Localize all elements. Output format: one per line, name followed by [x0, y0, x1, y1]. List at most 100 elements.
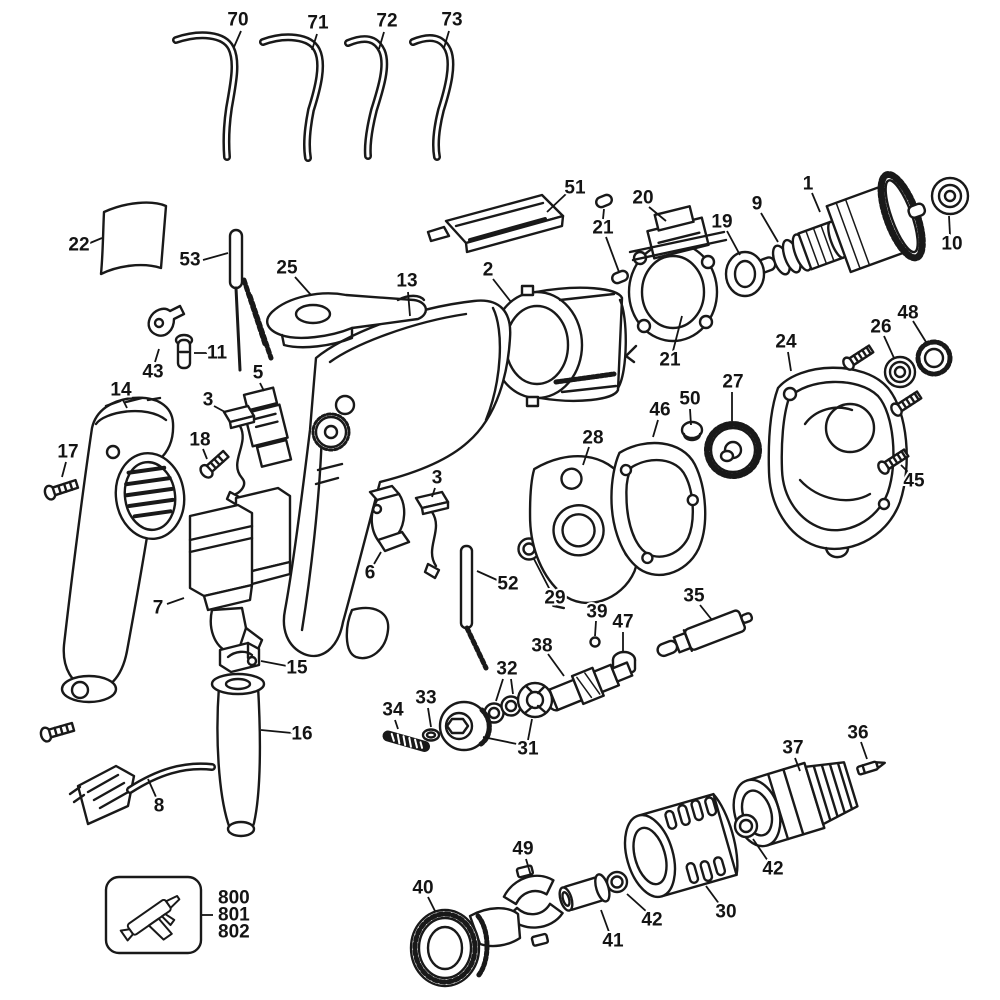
callout-label-21b: 21	[659, 350, 681, 371]
callout-leader-31	[527, 718, 533, 741]
callout-label-51: 51	[564, 178, 586, 199]
depth-stop-40-drawing	[409, 907, 522, 988]
callout-leader-37	[794, 757, 801, 772]
callout-label-71: 71	[307, 13, 329, 34]
callout-leader-28	[582, 446, 590, 466]
callout-label-6: 6	[365, 563, 376, 584]
callout-label-29: 29	[544, 588, 565, 609]
callout-label-46: 46	[649, 400, 670, 421]
callout-leader-42b	[626, 893, 648, 913]
bit-36-drawing	[856, 760, 886, 776]
callout-label-33: 33	[415, 688, 436, 709]
callout-leader-43	[154, 348, 160, 363]
callout-label-800: 800	[218, 888, 250, 909]
callout-leader-38	[547, 653, 565, 677]
callout-label-2: 2	[483, 260, 494, 281]
callout-leader-1	[811, 192, 821, 213]
lever-25-drawing	[266, 292, 427, 349]
handle-screw-drawing	[39, 721, 76, 743]
callout-label-18: 18	[189, 430, 210, 451]
armature-drawing	[754, 171, 927, 276]
callout-label-45: 45	[903, 471, 925, 492]
callout-label-24: 24	[775, 332, 797, 353]
callout-label-20: 20	[632, 188, 653, 209]
callout-leader-34	[394, 719, 399, 730]
callout-label-31: 31	[517, 739, 539, 760]
callout-leader-20	[648, 206, 667, 222]
callout-leader-42a	[752, 838, 769, 862]
washer-19-drawing	[724, 250, 766, 298]
callout-label-21a: 21	[592, 218, 614, 239]
callout-label-35: 35	[683, 586, 705, 607]
callout-leader-19	[726, 230, 741, 256]
callout-label-41: 41	[602, 931, 624, 952]
callout-label-42b: 42	[641, 910, 662, 931]
bit-holder-35-drawing	[656, 609, 754, 658]
callout-label-15: 15	[286, 658, 308, 679]
callout-leader-18	[202, 448, 208, 460]
callout-leader-15	[260, 660, 288, 667]
callout-leader-14	[122, 399, 128, 409]
bearing-10-drawing	[930, 176, 970, 216]
pin-11-drawing	[174, 333, 194, 370]
callout-leader-70	[233, 30, 242, 48]
cap-50-drawing	[680, 420, 704, 442]
brush-3a-drawing	[222, 404, 256, 507]
callout-leader-35	[699, 604, 713, 621]
spring-34-drawing	[382, 730, 431, 752]
callout-label-16: 16	[291, 724, 312, 745]
callout-label-40: 40	[412, 878, 433, 899]
callout-label-73: 73	[441, 10, 462, 31]
callout-label-47: 47	[612, 612, 633, 633]
callout-leader-29	[533, 558, 551, 591]
parts-artwork	[39, 31, 970, 988]
callout-leader-45	[900, 464, 910, 474]
callout-label-49: 49	[512, 839, 533, 860]
callout-label-10: 10	[941, 234, 962, 255]
callout-label-19: 19	[711, 212, 732, 233]
callout-label-39: 39	[586, 602, 607, 623]
tool-53-drawing	[228, 228, 274, 372]
brush-ring-drawing	[624, 205, 728, 364]
callout-leader-73	[443, 30, 450, 49]
callout-leader-48	[912, 320, 927, 343]
handle-half-drawing	[60, 396, 186, 704]
callout-leader-52	[476, 570, 498, 581]
lever-43-drawing	[147, 304, 186, 337]
callout-label-7: 7	[153, 598, 164, 619]
clutch-31-drawing	[438, 681, 554, 752]
screws-45-drawing	[842, 344, 923, 475]
callout-leader-41	[600, 909, 610, 933]
callout-leader-36	[860, 741, 868, 760]
callout-label-8: 8	[154, 796, 165, 817]
screw-17-drawing	[43, 478, 80, 501]
callout-leader-24	[787, 351, 792, 372]
callout-leader-50	[689, 408, 692, 426]
cord-protector-16-drawing	[210, 672, 266, 838]
power-cord-8-drawing	[68, 762, 216, 826]
ball-39-drawing	[589, 636, 601, 648]
callout-leader-30	[705, 885, 721, 906]
spindle-38-drawing	[544, 661, 634, 712]
callout-label-801: 801	[218, 905, 250, 926]
callout-label-37: 37	[782, 738, 803, 759]
clutch-halves-49-drawing	[502, 864, 564, 947]
callout-label-3a: 3	[203, 390, 214, 411]
collar-30-drawing	[623, 792, 739, 899]
sleeve-41-drawing	[558, 873, 611, 912]
callout-label-38: 38	[531, 636, 552, 657]
callout-leader-7	[166, 597, 185, 605]
brush-holder-6-drawing	[368, 484, 411, 553]
callout-leader-5	[259, 382, 265, 392]
callout-label-802: 802	[218, 922, 250, 943]
callout-label-9: 9	[752, 194, 763, 215]
pin-52-drawing	[459, 544, 489, 671]
callout-label-25: 25	[276, 258, 298, 279]
clip-33-drawing	[421, 728, 441, 742]
callout-label-3b: 3	[432, 468, 443, 489]
callout-label-22: 22	[68, 235, 89, 256]
kit-box-drawing	[104, 875, 203, 955]
